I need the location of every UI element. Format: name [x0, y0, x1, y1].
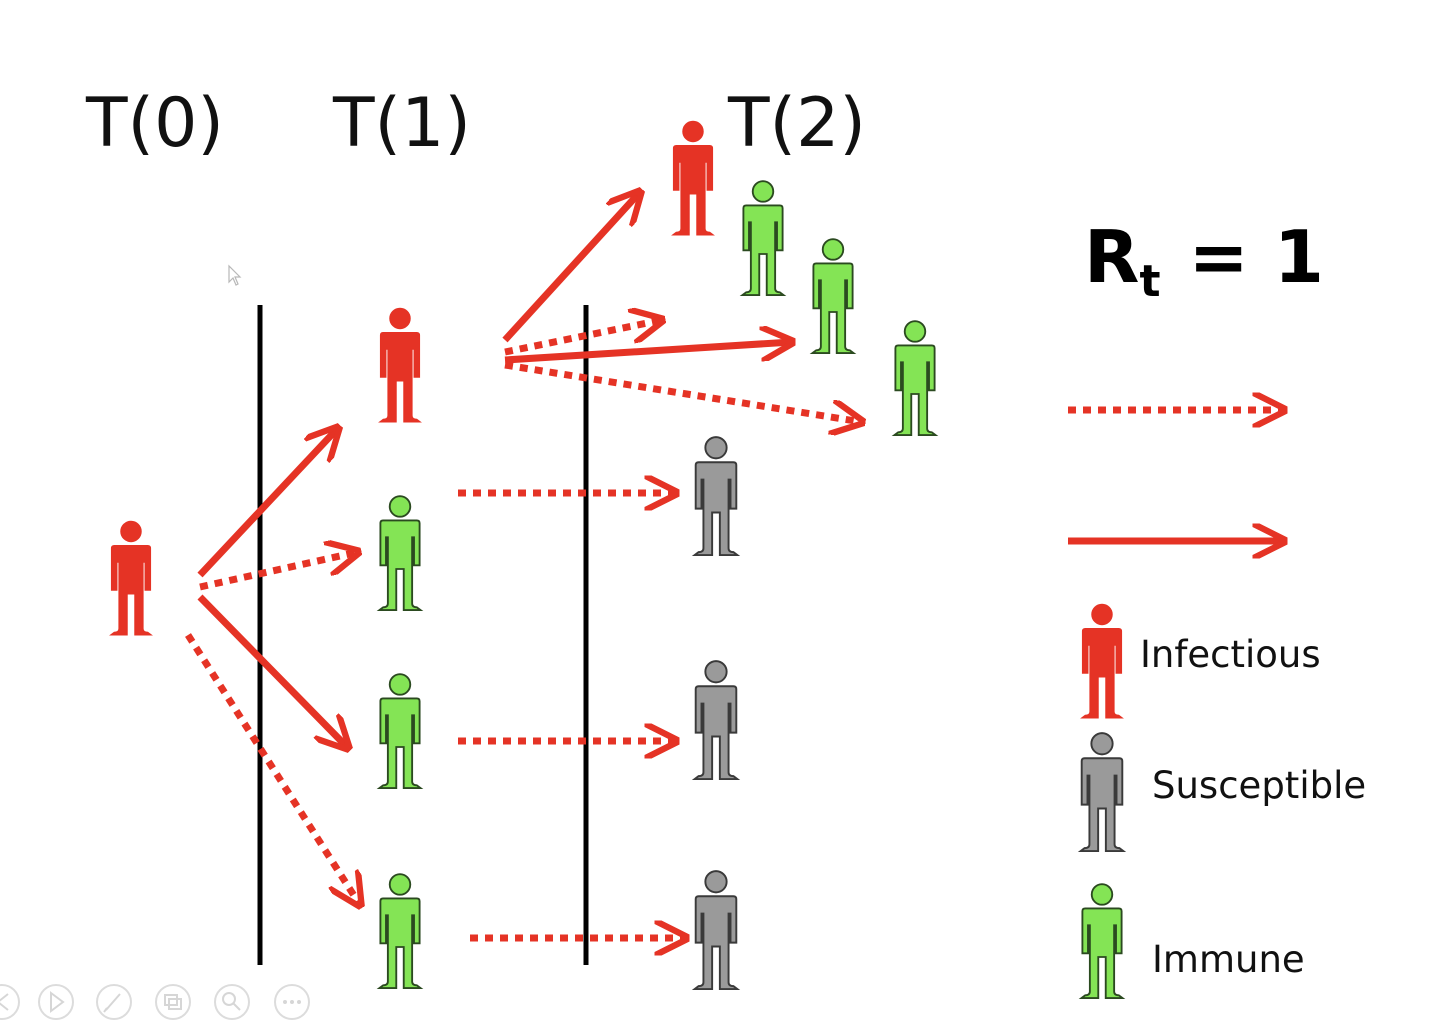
- more-icon[interactable]: [274, 984, 310, 1020]
- immune-person-icon: [893, 320, 937, 437]
- arrow-solid-0-to-immune: [197, 594, 348, 748]
- rt-label: Rt = 1: [1084, 215, 1324, 307]
- slideshow-controls: [0, 984, 310, 1020]
- immune-person-icon: [378, 873, 422, 990]
- legend-immune-icon: [1080, 883, 1124, 1000]
- susceptible-person-icon: [693, 436, 739, 557]
- time-label-t0: T(0): [85, 84, 224, 163]
- rt-main: R: [1084, 215, 1139, 299]
- back-icon[interactable]: [0, 984, 20, 1020]
- susceptible-person-icon: [693, 870, 739, 991]
- arrow-solid-1-to-infectious: [502, 192, 640, 343]
- susceptible-person-icon: [693, 660, 739, 781]
- arrow-dotted-1-to-immune: [504, 361, 862, 422]
- infectious-person-icon: [109, 520, 153, 636]
- slides-icon[interactable]: [155, 984, 191, 1020]
- time-label-t2: T(2): [727, 84, 866, 163]
- immune-person-icon: [378, 495, 422, 612]
- rt-equals: = 1: [1189, 215, 1325, 299]
- arrow-solid-1-to-immune: [504, 342, 792, 364]
- legend-susceptible-icon: [1079, 732, 1125, 853]
- play-icon[interactable]: [38, 984, 74, 1020]
- time-label-t1: T(1): [332, 84, 471, 163]
- arrow-solid-0-to-infectious: [197, 428, 338, 578]
- legend-infectious-label: Infectious: [1140, 633, 1321, 676]
- arrow-dotted-0-to-immune: [199, 552, 358, 591]
- infectious-person-icon: [671, 120, 715, 236]
- immune-person-icon: [811, 238, 855, 355]
- immune-person-icon: [378, 673, 422, 790]
- legend-susceptible-label: Susceptible: [1152, 764, 1366, 807]
- pen-icon[interactable]: [96, 984, 132, 1020]
- legend-infectious-icon: [1080, 603, 1124, 719]
- infectious-person-icon: [378, 307, 422, 423]
- zoom-icon[interactable]: [214, 984, 250, 1020]
- mouse-cursor-icon: [228, 264, 242, 286]
- rt-subscript: t: [1139, 256, 1160, 307]
- legend-immune-label: Immune: [1152, 938, 1305, 981]
- immune-person-icon: [741, 180, 785, 297]
- arrow-dotted-1-upper: [504, 320, 662, 356]
